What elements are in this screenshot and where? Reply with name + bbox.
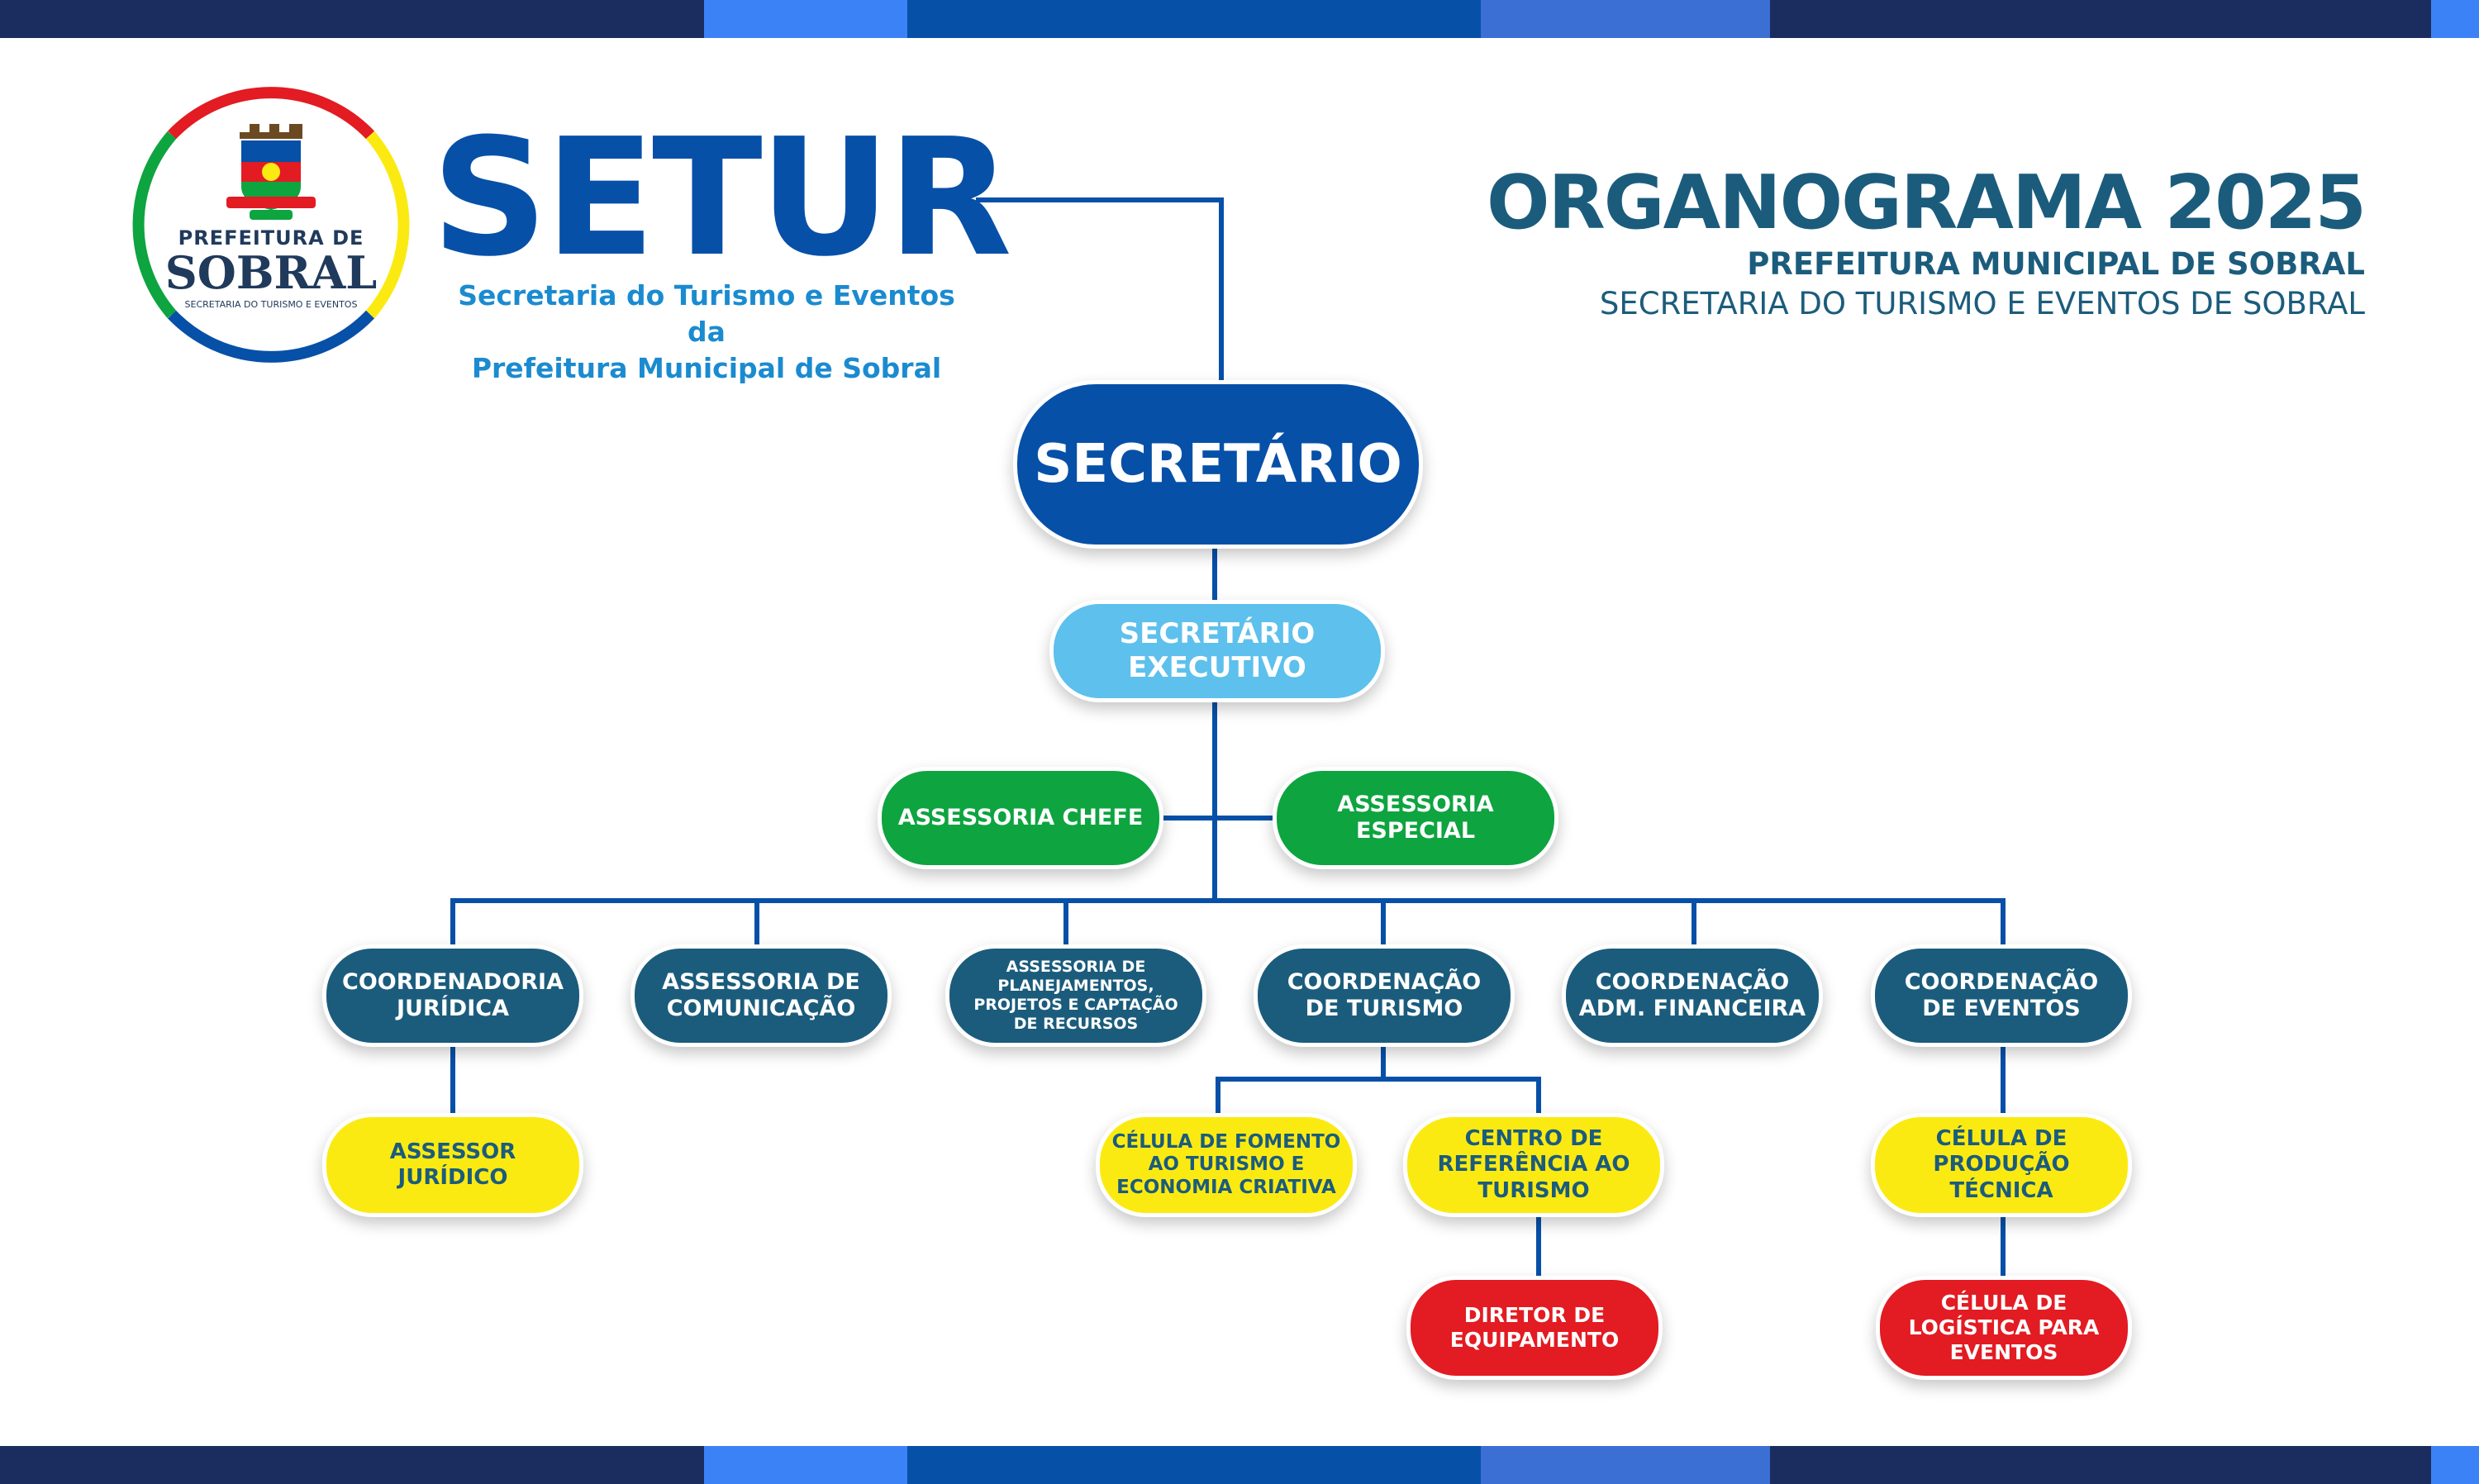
logo-text-prefeitura: PREFEITURA DE: [178, 226, 364, 250]
page-title: ORGANOGRAMA 2025: [1486, 159, 2367, 246]
node-secretario: SECRETÁRIO: [1013, 380, 1423, 549]
node-assessor-juridico: ASSESSOR JURÍDICO: [322, 1113, 583, 1217]
node-coordenadoria-juridica: COORDENADORIA JURÍDICA: [322, 944, 583, 1047]
node-assessoria-comunicacao: ASSESSORIA DE COMUNICAÇÃO: [630, 944, 892, 1047]
node-centro-referencia: CENTRO DE REFERÊNCIA AO TURISMO: [1403, 1113, 1664, 1217]
node-celula-fomento: CÉLULA DE FOMENTO AO TURISMO E ECONOMIA …: [1096, 1113, 1357, 1217]
node-secretario-executivo: SECRETÁRIO EXECUTIVO: [1049, 600, 1385, 702]
node-diretor-equipamento: DIRETOR DE EQUIPAMENTO: [1406, 1276, 1663, 1380]
logo-text-secretaria: SECRETARIA DO TURISMO E EVENTOS: [184, 299, 358, 310]
node-assessoria-chefe: ASSESSORIA CHEFE: [878, 767, 1163, 869]
node-assessoria-especial: ASSESSORIA ESPECIAL: [1273, 767, 1558, 869]
bottom-stripe-bar: [0, 1446, 2479, 1484]
node-coordenacao-adm-financeira: COORDENAÇÃO ADM. FINANCEIRA: [1562, 944, 1823, 1047]
prefeitura-logo: PREFEITURA DE SOBRAL SECRETARIA DO TURIS…: [122, 76, 420, 373]
brand-title: SETUR: [431, 104, 1012, 293]
connector-setur-secretario: [976, 197, 1224, 391]
top-stripe-bar: [0, 0, 2479, 38]
node-coordenacao-eventos: COORDENAÇÃO DE EVENTOS: [1871, 944, 2132, 1047]
node-celula-logistica: CÉLULA DE LOGÍSTICA PARA EVENTOS: [1876, 1276, 2132, 1380]
page-department: SECRETARIA DO TURISMO E EVENTOS DE SOBRA…: [1599, 286, 2365, 321]
node-celula-producao: CÉLULA DE PRODUÇÃO TÉCNICA: [1871, 1113, 2132, 1217]
node-coordenacao-turismo: COORDENAÇÃO DE TURISMO: [1254, 944, 1515, 1047]
logo-ring: [132, 87, 410, 363]
node-assessoria-planejamentos: ASSESSORIA DE PLANEJAMENTOS, PROJETOS E …: [945, 944, 1206, 1047]
city-coat-of-arms-icon: [226, 124, 316, 220]
page-subtitle: PREFEITURA MUNICIPAL DE SOBRAL: [1747, 246, 2365, 282]
logo-text-sobral: SOBRAL: [164, 246, 378, 299]
brand-subtitle: Secretaria do Turismo e Eventos da Prefe…: [458, 279, 955, 384]
